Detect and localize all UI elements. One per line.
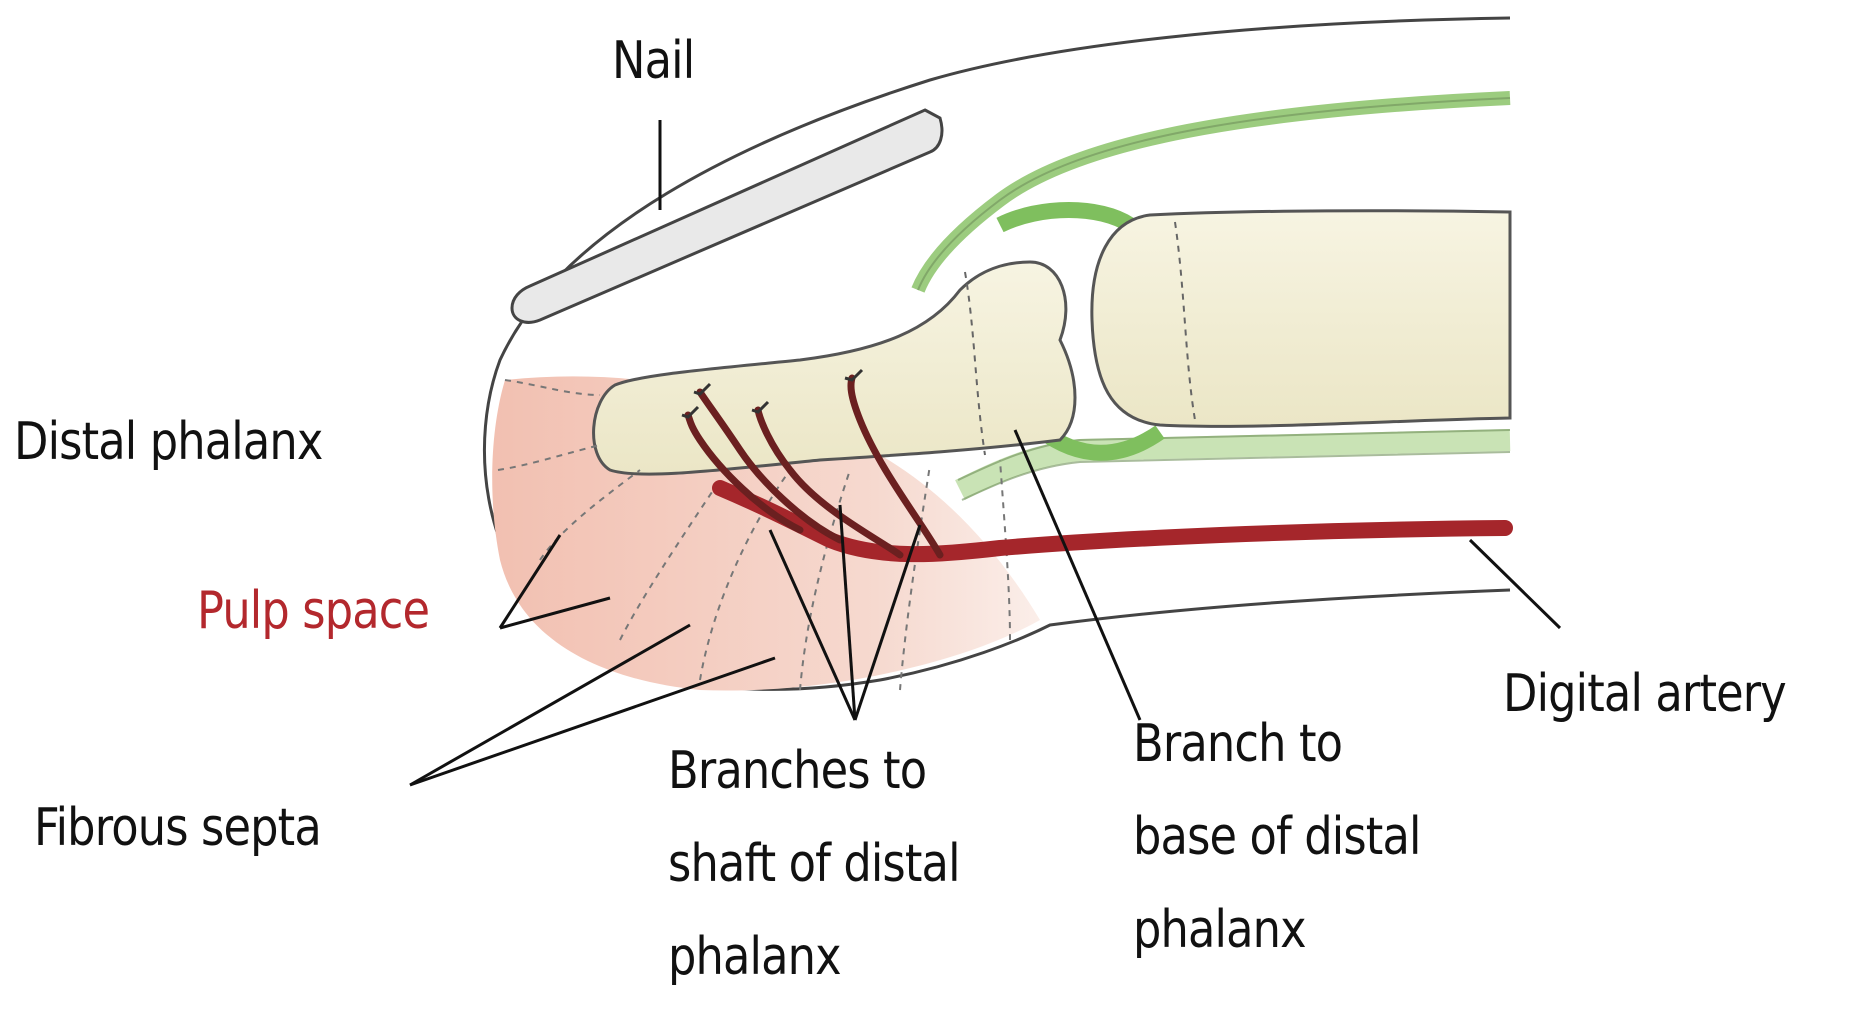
distal-phalanx-label: Distal phalanx [14, 416, 322, 468]
branches-to-shaft-label: Branches to shaft of distal phalanx [668, 725, 960, 1004]
fibrous-septa-label: Fibrous septa [34, 802, 321, 854]
branch-to-base-line-3: phalanx [1133, 884, 1421, 977]
nail-label: Nail [612, 35, 694, 87]
branch-to-base-label: Branch to base of distal phalanx [1133, 698, 1421, 977]
middle-phalanx-bone [1092, 211, 1510, 427]
branch-to-base-line-1: Branch to [1133, 698, 1421, 791]
digital-artery-label: Digital artery [1503, 668, 1786, 720]
branches-to-shaft-line-2: shaft of distal [668, 818, 960, 911]
branches-to-shaft-line-3: phalanx [668, 911, 960, 1004]
pulp-space-label: Pulp space [197, 585, 429, 637]
branch-to-base-line-2: base of distal [1133, 791, 1421, 884]
branches-to-shaft-line-1: Branches to [668, 725, 960, 818]
septa-leader-1 [410, 625, 690, 785]
